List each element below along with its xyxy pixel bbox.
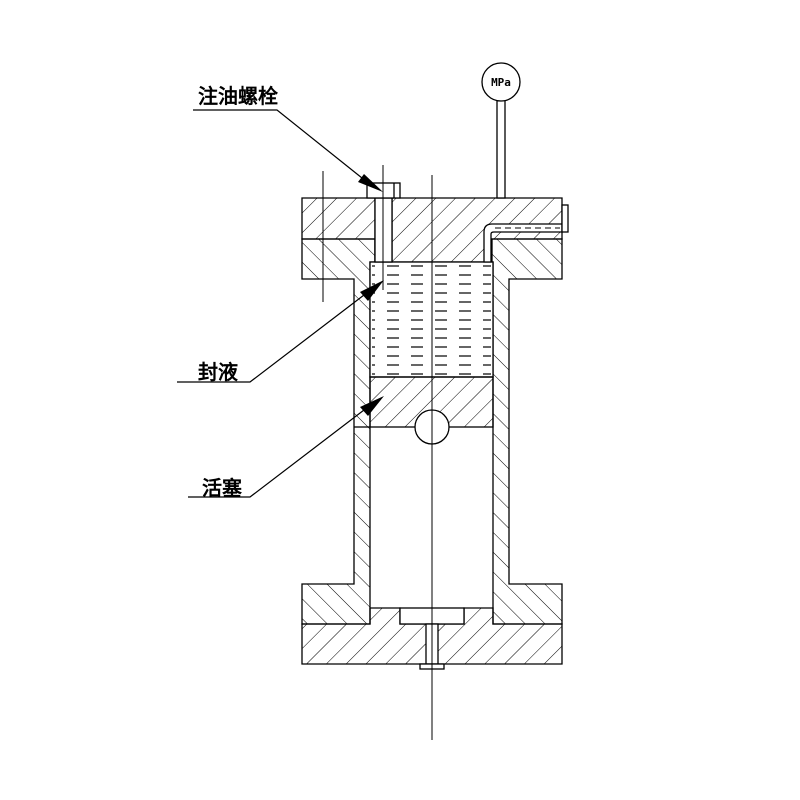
side-plug (561, 204, 569, 233)
pressure-channel (483, 223, 563, 263)
leader-seal-liquid (177, 294, 365, 383)
gauge-stem (496, 99, 506, 199)
arrow-oil-bolt (358, 174, 383, 192)
leader-oil-bolt (193, 109, 363, 179)
label-seal-liquid: 封液 (198, 360, 239, 384)
gauge-unit: MPa (491, 76, 511, 89)
arrow-seal-liquid (360, 280, 384, 301)
leader-piston (188, 409, 365, 498)
pressure-gauge (481, 62, 521, 102)
cylinder-body-left (301, 238, 376, 625)
cylinder-body-right (489, 238, 563, 625)
label-oil-bolt: 注油螺栓 (198, 84, 278, 108)
arrow-piston (360, 396, 384, 416)
label-piston: 活塞 (202, 476, 243, 500)
